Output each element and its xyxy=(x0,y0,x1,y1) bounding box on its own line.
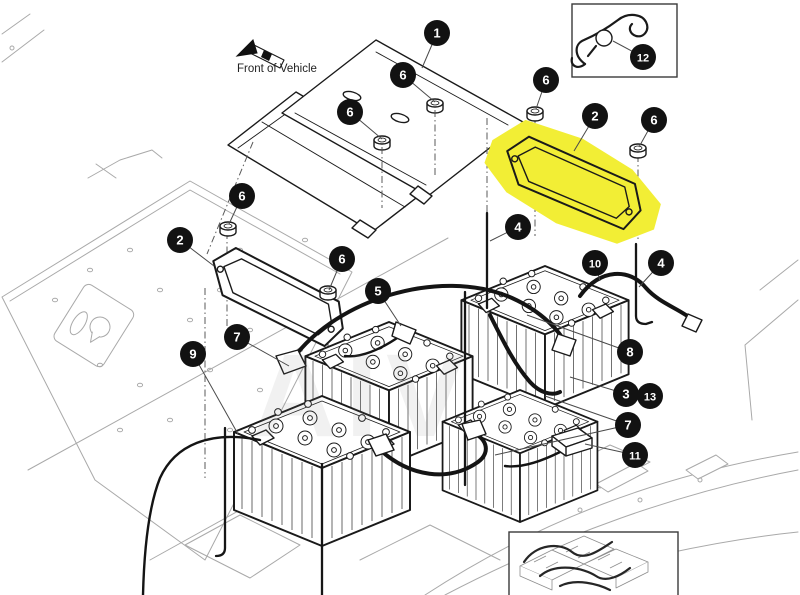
callout-number: 4 xyxy=(514,220,522,235)
callout-10: 10 xyxy=(582,250,608,282)
callout-6: 6 xyxy=(390,62,436,103)
callout-number: 9 xyxy=(189,347,196,362)
callout-number: 11 xyxy=(629,451,641,463)
callout-number: 7 xyxy=(233,330,240,345)
callout-circle xyxy=(637,383,663,409)
callout-circle xyxy=(337,99,363,125)
callout-leader-line xyxy=(494,424,629,456)
callout-circle xyxy=(229,183,255,209)
callout-1: 1 xyxy=(421,20,450,69)
callout-circle xyxy=(582,103,608,129)
battery-cable-10 xyxy=(578,272,697,326)
callout-number: 13 xyxy=(644,392,656,404)
callout-6: 6 xyxy=(533,67,559,110)
callout-number: 2 xyxy=(176,233,183,248)
callout-number: 6 xyxy=(542,73,549,88)
bungee-strap xyxy=(570,13,649,68)
front-of-vehicle: Front of Vehicle xyxy=(235,39,317,75)
front-of-vehicle-arrow-icon xyxy=(235,39,285,69)
callout-circle xyxy=(505,214,531,240)
hold-down-rods xyxy=(214,211,654,595)
callout-layer: 1 6 6 6 2 6 12 6 2 6 4 10 4 5 7 9 8 3 13 7 11 xyxy=(167,20,674,468)
callout-circle xyxy=(180,341,206,367)
callout-circle xyxy=(648,250,674,276)
hold-down-tray-highlighted xyxy=(484,119,661,244)
battery-cable-long xyxy=(286,283,568,368)
callout-6: 6 xyxy=(638,107,667,148)
callout-number: 4 xyxy=(657,256,665,271)
callout-circle xyxy=(167,227,193,253)
inset-battery-pack-box xyxy=(508,531,679,595)
charger-cable-11 xyxy=(503,450,562,468)
callout-4: 4 xyxy=(638,250,674,288)
callout-leader-line xyxy=(192,353,239,435)
callout-circle xyxy=(424,20,450,46)
callout-number: 6 xyxy=(346,105,353,120)
callout-circle xyxy=(641,107,667,133)
callout-6: 6 xyxy=(328,246,355,291)
callout-number: 10 xyxy=(589,259,601,271)
callout-circle xyxy=(615,412,641,438)
callout-circle xyxy=(329,246,355,272)
callout-9: 9 xyxy=(180,341,239,435)
callout-circle xyxy=(533,67,559,93)
callout-number: 6 xyxy=(399,68,406,83)
battery-cable-9 xyxy=(141,435,262,595)
callout-number: 6 xyxy=(338,252,345,267)
callout-number: 12 xyxy=(637,53,649,65)
callout-2: 2 xyxy=(167,227,215,267)
terminal-boot-5 xyxy=(391,321,417,345)
callout-circle xyxy=(582,250,608,276)
callout-number: 6 xyxy=(238,189,245,204)
callout-number: 1 xyxy=(433,26,440,41)
callout-11: 11 xyxy=(584,442,648,468)
callout-circle xyxy=(617,339,643,365)
callout-number: 7 xyxy=(624,418,631,433)
callout-3: 3 xyxy=(569,376,639,407)
watermark: AIV xyxy=(252,330,473,462)
callout-circle xyxy=(630,44,656,70)
callout-leader-line xyxy=(526,314,631,353)
callout-7: 7 xyxy=(494,395,641,456)
callout-4: 4 xyxy=(489,214,531,242)
battery-cables xyxy=(141,272,703,595)
inset-bungee-box xyxy=(570,3,678,78)
callout-number: 3 xyxy=(622,387,629,402)
callout-circle xyxy=(390,62,416,88)
callout-circle xyxy=(365,278,391,304)
callout-number: 2 xyxy=(591,109,598,124)
front-of-vehicle-label: Front of Vehicle xyxy=(237,63,317,75)
battery-cable-jumper xyxy=(488,313,562,396)
callout-6: 6 xyxy=(228,183,255,225)
callout-circle xyxy=(224,324,250,350)
terminal-cable-5 xyxy=(343,334,402,358)
callout-circle xyxy=(622,442,648,468)
callout-7: 7 xyxy=(224,324,290,367)
battery-pack-top-view xyxy=(519,535,649,592)
callout-8: 8 xyxy=(526,314,643,365)
callout-leader-line xyxy=(544,395,629,426)
callout-13: 13 xyxy=(637,383,663,409)
callout-5: 5 xyxy=(365,278,402,327)
callout-number: 6 xyxy=(650,113,657,128)
callout-2: 2 xyxy=(573,103,608,152)
callout-12: 12 xyxy=(612,40,656,70)
callout-number: 5 xyxy=(374,284,381,299)
callout-number: 8 xyxy=(626,345,633,360)
callout-circle xyxy=(613,381,639,407)
callout-6: 6 xyxy=(337,99,383,140)
battery-cable-front xyxy=(376,430,488,477)
